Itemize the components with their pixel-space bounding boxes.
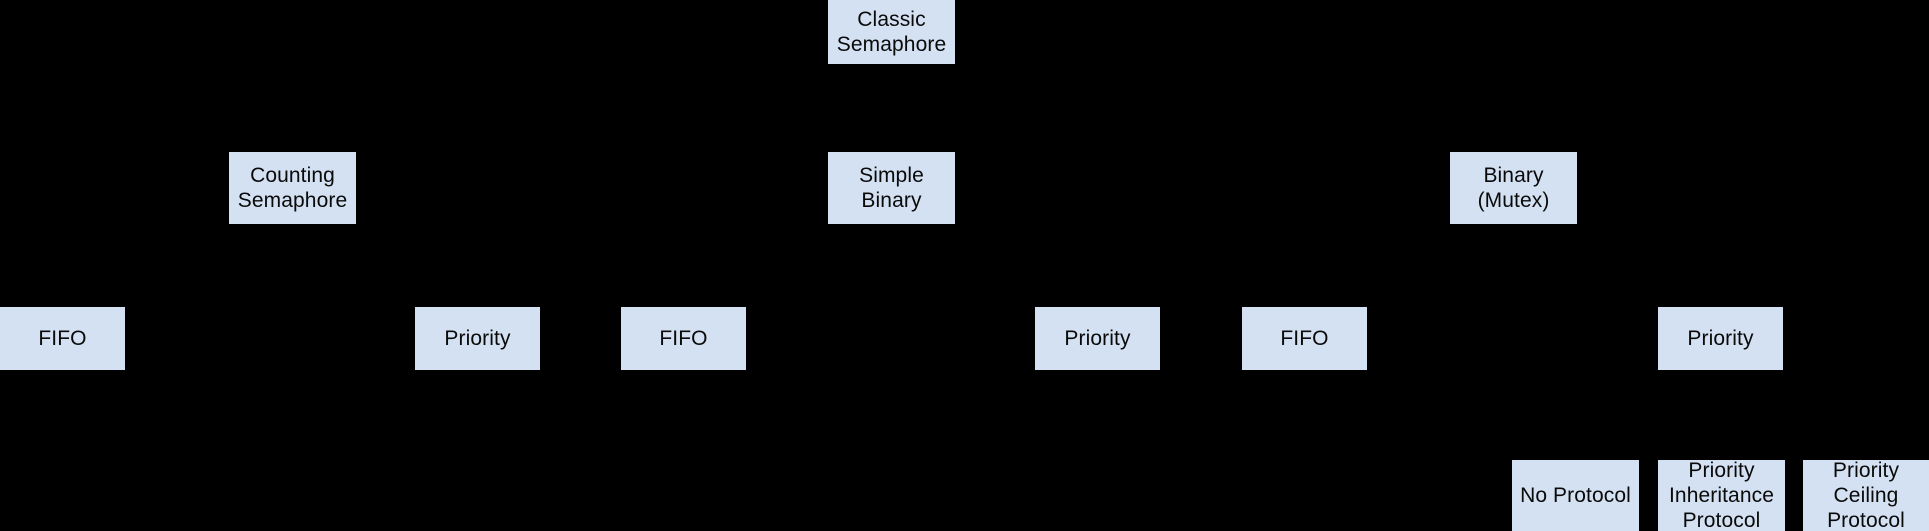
node-simple-binary[interactable]: Simple Binary [828, 152, 955, 224]
node-mutex-priority[interactable]: Priority [1658, 307, 1783, 370]
node-mutex-fifo[interactable]: FIFO [1242, 307, 1367, 370]
node-classic-semaphore[interactable]: Classic Semaphore [828, 0, 955, 64]
node-binary-mutex[interactable]: Binary (Mutex) [1450, 152, 1577, 224]
node-no-protocol[interactable]: No Protocol [1512, 460, 1639, 531]
node-priority-ceiling-protocol[interactable]: Priority Ceiling Protocol [1803, 459, 1929, 531]
node-counting-fifo[interactable]: FIFO [0, 307, 125, 370]
node-simple-binary-priority[interactable]: Priority [1035, 307, 1160, 370]
node-counting-semaphore[interactable]: Counting Semaphore [229, 152, 356, 224]
node-simple-binary-fifo[interactable]: FIFO [621, 307, 746, 370]
node-counting-priority[interactable]: Priority [415, 307, 540, 370]
node-priority-inheritance-protocol[interactable]: Priority Inheritance Protocol [1658, 459, 1785, 531]
